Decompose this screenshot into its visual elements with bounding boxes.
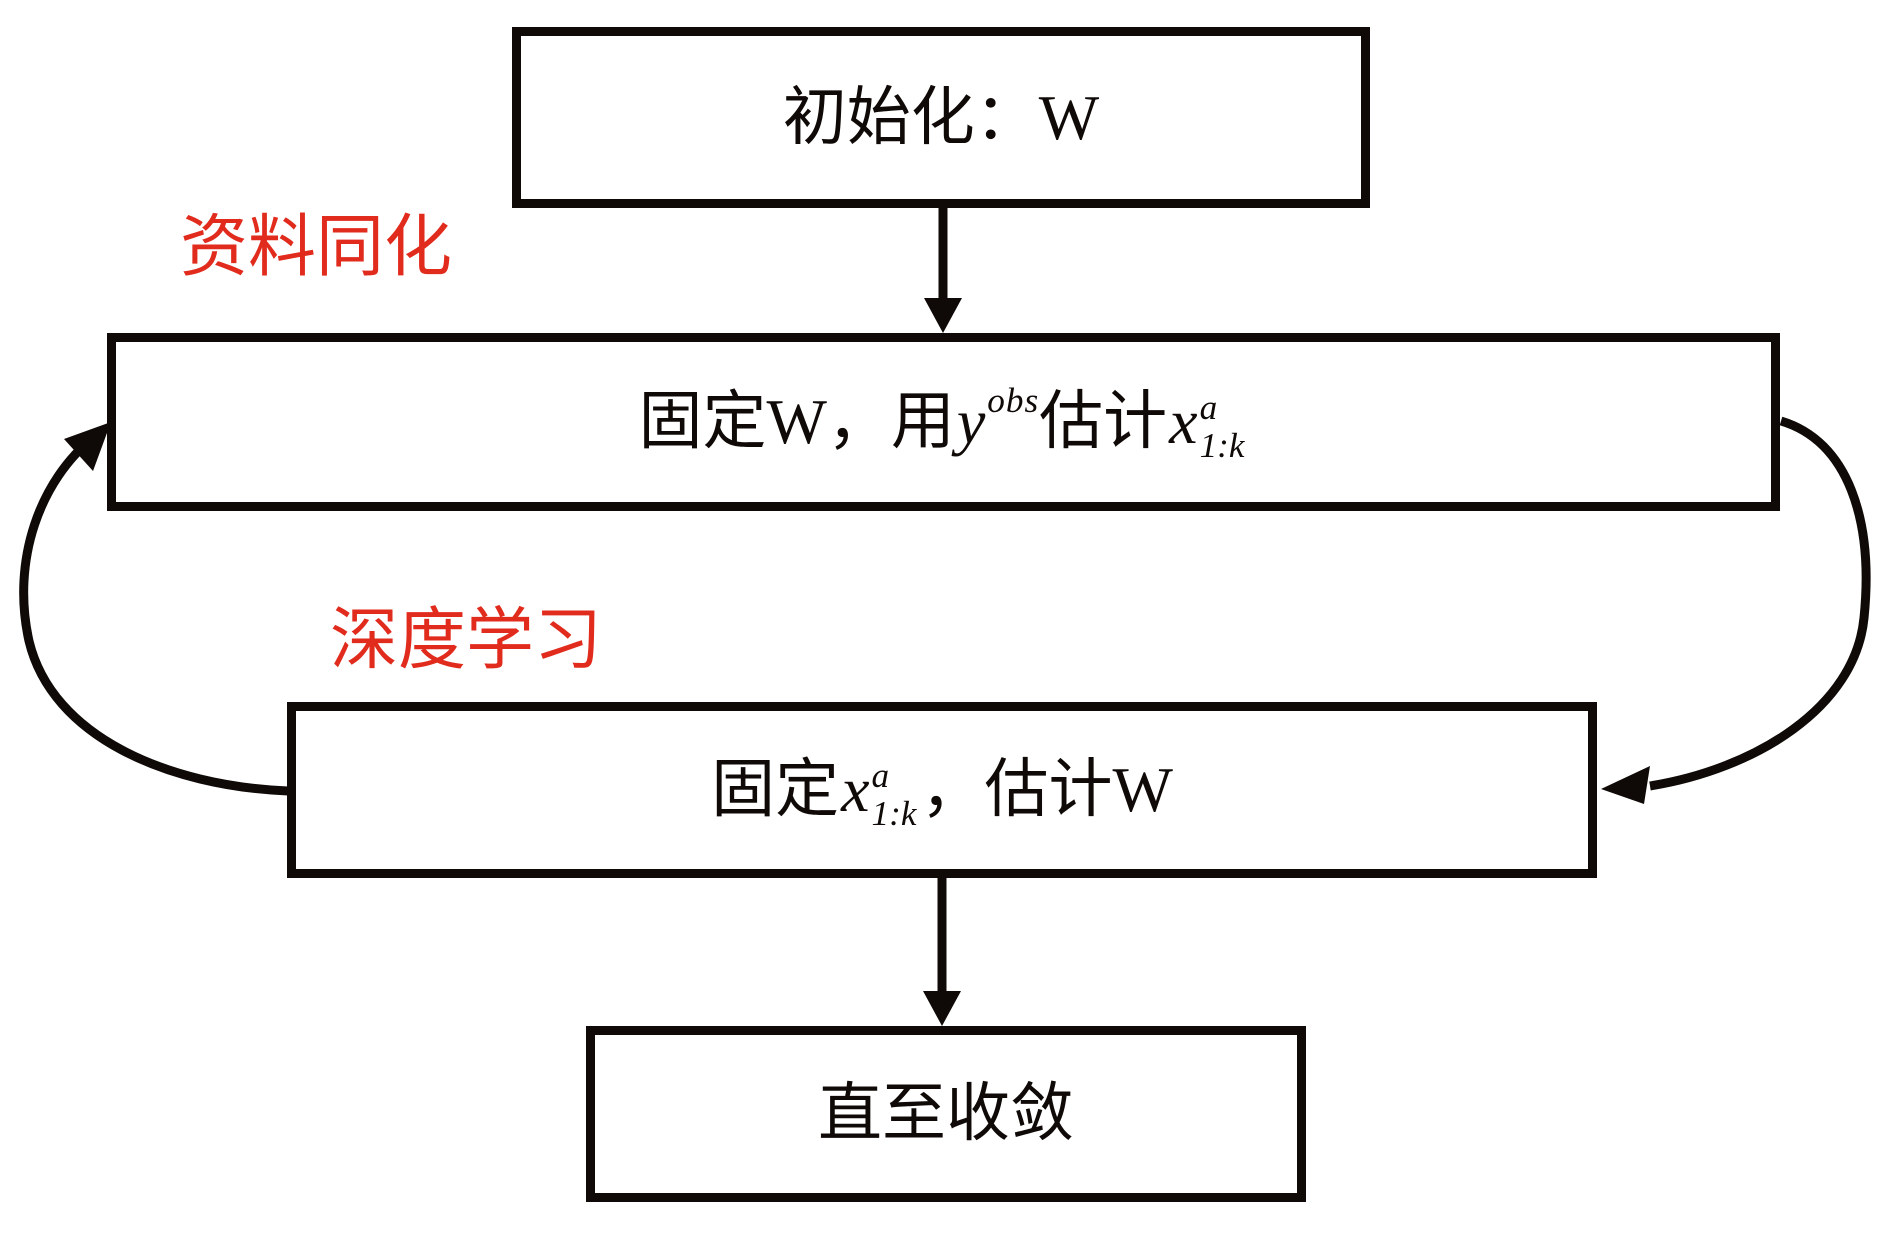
learn-x-variable: x	[841, 754, 870, 825]
convergence-box: 直至收敛	[586, 1026, 1306, 1202]
assim-text-prefix: 固定W，用	[638, 386, 955, 457]
arrowhead-left-icon	[1601, 766, 1650, 804]
deep-learning-label: 深度学习	[330, 602, 603, 678]
convergence-box-text: 直至收敛	[818, 1078, 1074, 1149]
assim-y-variable: y	[956, 386, 986, 457]
learn-x-subscript: 1:k	[871, 793, 917, 833]
assim-text-mid: 估计	[1039, 386, 1168, 457]
init-box: 初始化：W	[512, 27, 1370, 208]
arrowhead-down-icon	[924, 298, 962, 333]
data-assimilation-label: 资料同化	[180, 209, 453, 285]
assim-x-superscript: a	[1199, 387, 1218, 427]
learn-text-suffix: ，估计W	[920, 754, 1173, 825]
arrowhead-up-right-icon	[64, 422, 111, 471]
loop-learning-to-assimilation	[19, 433, 289, 796]
init-box-text: 初始化：W	[782, 81, 1100, 153]
assim-y-superscript: obs	[987, 380, 1040, 420]
learn-x-superscript: a	[871, 755, 890, 795]
learn-text-prefix: 固定	[711, 754, 840, 825]
loop-assimilation-to-learning	[1649, 416, 1871, 791]
arrowhead-down-icon	[923, 991, 961, 1026]
assim-x-subscript: 1:k	[1199, 425, 1245, 465]
assim-x-variable: x	[1169, 386, 1198, 457]
